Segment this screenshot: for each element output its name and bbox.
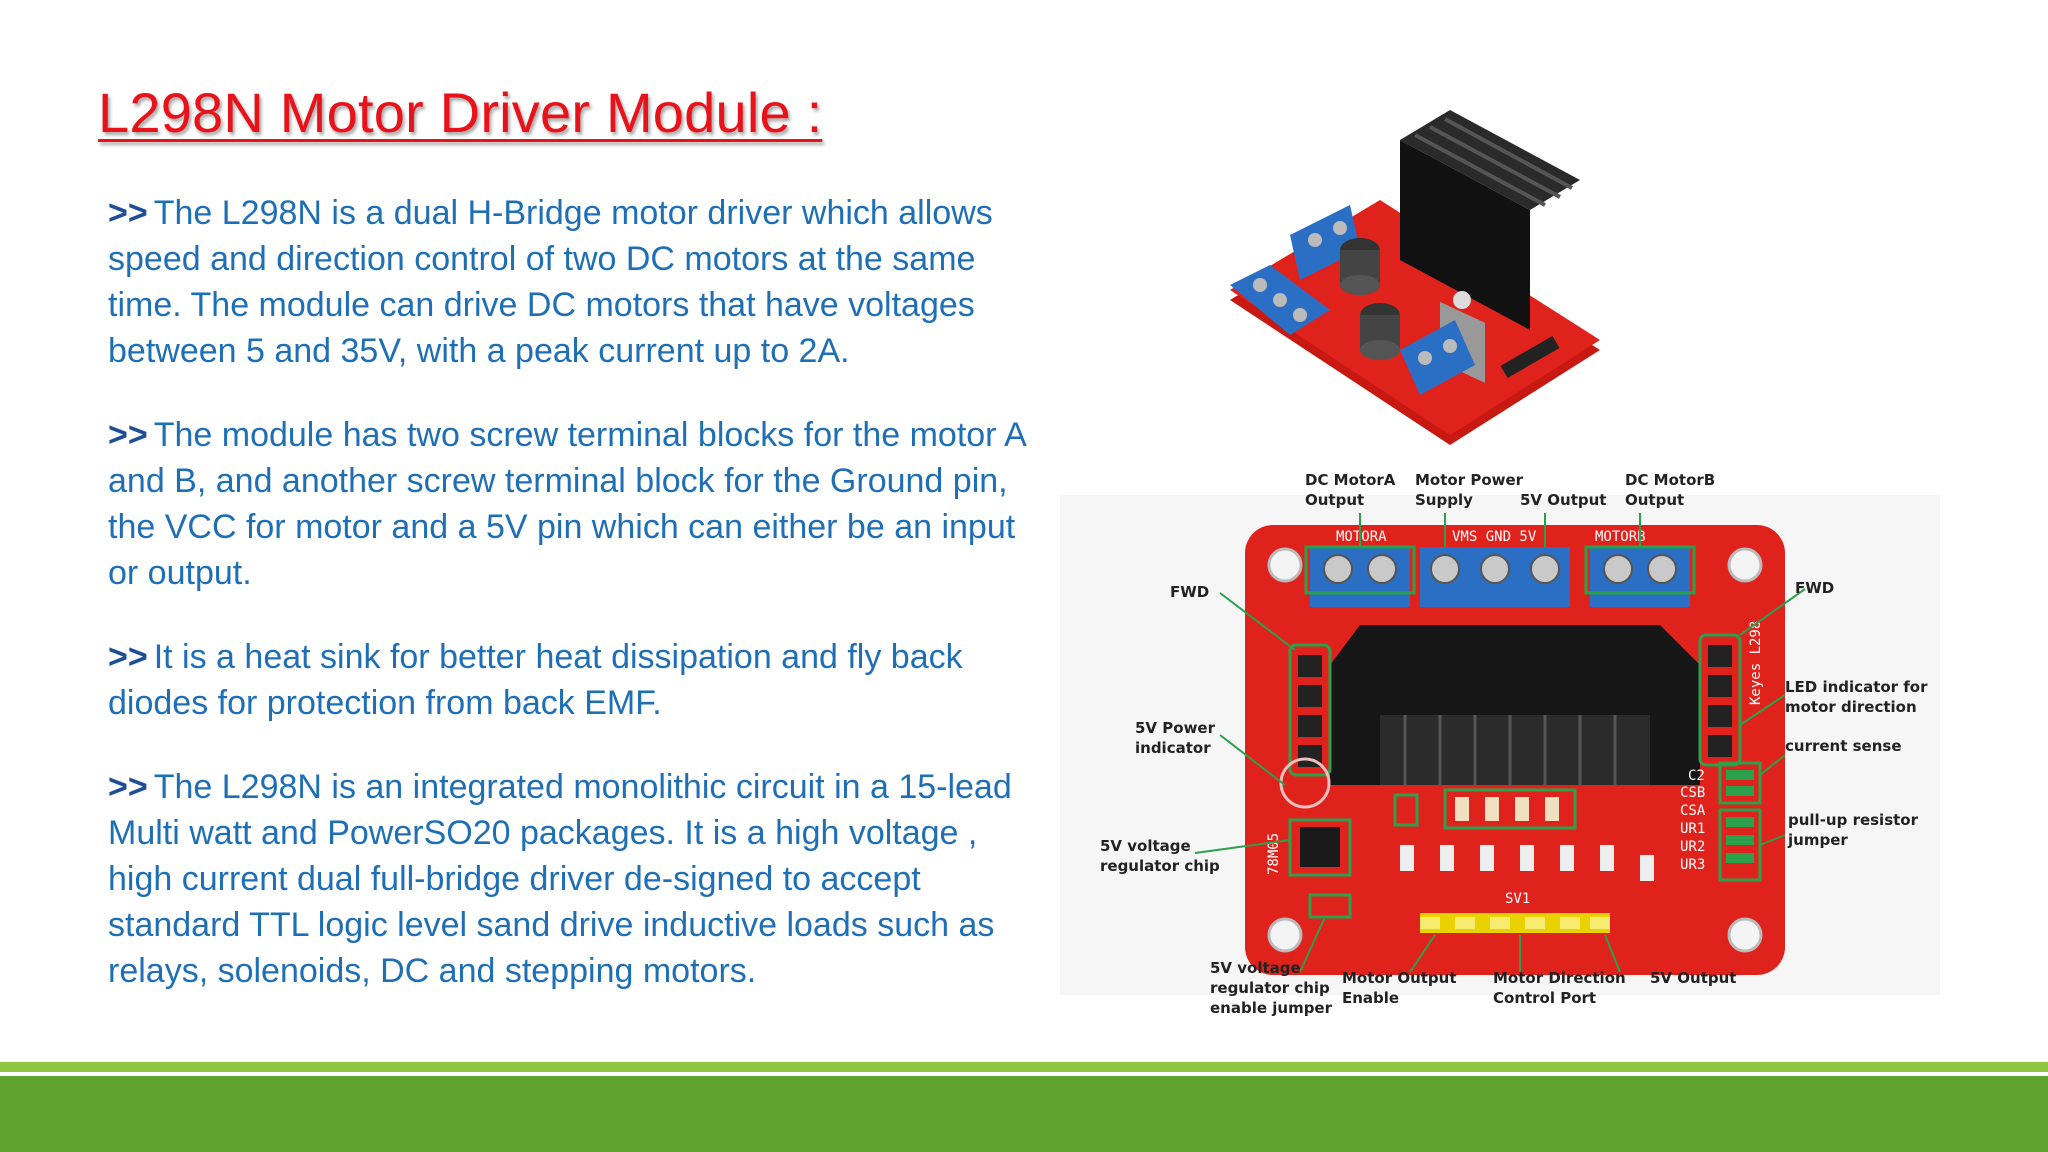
label-reg-enable: 5V voltage bbox=[1210, 959, 1301, 977]
label-dc-motor-b-output: Output bbox=[1625, 491, 1684, 509]
silk-ur2: UR2 bbox=[1680, 839, 1705, 855]
left-diodes bbox=[1288, 643, 1332, 777]
label-dc-motor-a: DC MotorA bbox=[1305, 471, 1396, 489]
direction-leds bbox=[1393, 788, 1577, 830]
capacitors bbox=[1340, 238, 1400, 360]
slide-title: L298N Motor Driver Module : bbox=[98, 81, 823, 144]
label-5v-power: 5V Power bbox=[1135, 719, 1216, 737]
silk-ur1: UR1 bbox=[1680, 821, 1705, 837]
footer-accent-line bbox=[0, 1062, 2048, 1072]
bullet-marker: >> bbox=[108, 768, 148, 806]
silk-power-block: VMS GND 5V bbox=[1452, 529, 1537, 545]
motor-a-terminal bbox=[1304, 545, 1416, 607]
paragraph-3: >>It is a heat sink for better heat diss… bbox=[108, 634, 1038, 726]
label-pullup-jumper: jumper bbox=[1787, 831, 1848, 849]
current-sense-jumpers: C2 CSB CSA bbox=[1680, 761, 1762, 819]
module-photo bbox=[1230, 110, 1600, 445]
label-dc-motor-b: DC MotorB bbox=[1625, 471, 1715, 489]
silk-ur3: UR3 bbox=[1680, 857, 1705, 873]
label-motor-output-enable: Enable bbox=[1342, 989, 1399, 1007]
diagram-heatsink bbox=[1330, 625, 1700, 785]
label-fwd-right: FWD bbox=[1795, 579, 1834, 597]
label-motor-power: Motor Power bbox=[1415, 471, 1524, 489]
label-regulator: 5V voltage bbox=[1100, 837, 1191, 855]
bullet-marker: >> bbox=[108, 194, 148, 232]
pullup-jumpers: UR1 UR2 UR3 bbox=[1680, 808, 1762, 882]
smd-resistors bbox=[1400, 845, 1654, 881]
silk-c2: C2 bbox=[1688, 768, 1705, 784]
regulator-enable-jumper bbox=[1308, 893, 1352, 919]
bullet-marker: >> bbox=[108, 638, 148, 676]
silk-regulator: 78M05 bbox=[1266, 833, 1282, 875]
footer-band bbox=[0, 1076, 2048, 1152]
paragraph-1: >>The L298N is a dual H-Bridge motor dri… bbox=[108, 190, 1038, 374]
label-led-indicator: LED indicator for bbox=[1785, 678, 1928, 696]
paragraph-text: The L298N is an integrated monolithic ci… bbox=[108, 768, 1012, 990]
label-motor-power-supply: Supply bbox=[1415, 491, 1473, 509]
paragraph-text: It is a heat sink for better heat dissip… bbox=[108, 638, 963, 722]
voltage-regulator bbox=[1288, 818, 1352, 877]
label-motor-direction: Motor Direction bbox=[1493, 969, 1626, 987]
label-pullup-resistor: pull-up resistor bbox=[1788, 811, 1919, 829]
label-regulator-chip: regulator chip bbox=[1100, 857, 1220, 875]
label-fwd-left: FWD bbox=[1170, 583, 1209, 601]
silk-brand: Keyes L298 bbox=[1748, 621, 1764, 705]
power-terminal bbox=[1420, 547, 1570, 607]
silk-csa: CSA bbox=[1680, 803, 1706, 819]
label-motor-direction-port: Control Port bbox=[1493, 989, 1596, 1007]
silk-motorb: MOTORB bbox=[1595, 529, 1646, 545]
silk-motora: MOTORA bbox=[1336, 529, 1387, 545]
paragraph-text: The module has two screw terminal blocks… bbox=[108, 416, 1025, 592]
body-text: >>The L298N is a dual H-Bridge motor dri… bbox=[108, 190, 1038, 1032]
label-dc-motor-a-output: Output bbox=[1305, 491, 1364, 509]
label-current-sense: current sense bbox=[1785, 737, 1902, 755]
photo-header-pins bbox=[1500, 335, 1560, 379]
label-5v-power-indicator: indicator bbox=[1135, 739, 1211, 757]
bullet-marker: >> bbox=[108, 416, 148, 454]
motor-b-terminal bbox=[1584, 545, 1696, 607]
paragraph-text: The L298N is a dual H-Bridge motor drive… bbox=[108, 194, 993, 370]
silk-sv1: SV1 bbox=[1505, 891, 1530, 907]
pinout-diagram: MOTORA VMS GND 5V MOTORB bbox=[1060, 471, 1940, 1017]
label-led-indicator-direction: motor direction bbox=[1785, 698, 1917, 716]
label-5v-output-top: 5V Output bbox=[1520, 491, 1606, 509]
photo-terminal-blocks bbox=[1230, 205, 1475, 395]
callout-lines bbox=[1194, 513, 1806, 973]
control-header bbox=[1420, 913, 1610, 933]
label-reg-enable-chip: regulator chip bbox=[1210, 979, 1330, 997]
label-5v-output-bottom: 5V Output bbox=[1650, 969, 1736, 987]
paragraph-4: >>The L298N is an integrated monolithic … bbox=[108, 764, 1038, 994]
paragraph-2: >>The module has two screw terminal bloc… bbox=[108, 412, 1038, 596]
label-motor-output: Motor Output bbox=[1342, 969, 1457, 987]
silk-csb: CSB bbox=[1680, 785, 1705, 801]
label-reg-enable-jumper: enable jumper bbox=[1210, 999, 1333, 1017]
